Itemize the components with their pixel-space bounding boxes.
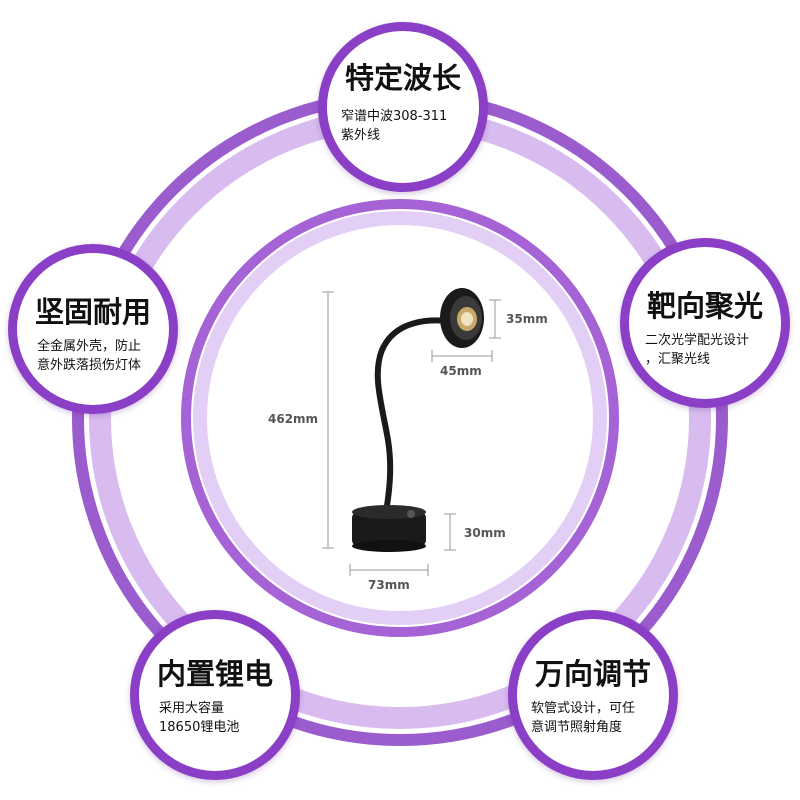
lamp-drawing [352, 288, 484, 552]
dimension-lines [322, 291, 501, 576]
feature-target-desc-1: 二次光学配光设计 [645, 333, 750, 348]
feature-durable-desc-1: 全金属外壳，防止 [37, 339, 142, 354]
lamp-base [352, 505, 426, 552]
feature-target-desc-2: ，汇聚光线 [645, 352, 711, 367]
lamp-head [440, 288, 484, 348]
lamp-gooseneck [374, 317, 458, 515]
feature-durable-title: 坚固耐用 [34, 295, 151, 329]
feature-durable: 坚固耐用 全金属外壳，防止 意外跌落损伤灯体 [8, 244, 178, 414]
dimension-head-width: 45mm [440, 364, 482, 378]
feature-adjust: 万向调节 软管式设计，可任 意调节照射角度 [508, 610, 678, 780]
inner-ring [181, 199, 619, 637]
feature-wavelength: 特定波长 窄谱中波308-311 紫外线 [318, 22, 488, 192]
dimension-head-height: 35mm [506, 312, 548, 326]
feature-adjust-title: 万向调节 [534, 657, 651, 691]
feature-target: 靶向聚光 二次光学配光设计 ，汇聚光线 [620, 238, 790, 408]
dimension-height: 462mm [268, 412, 319, 426]
feature-wavelength-desc-1: 窄谱中波308-311 [341, 109, 448, 124]
feature-battery-desc-1: 采用大容量 [159, 701, 225, 716]
feature-battery: 内置锂电 采用大容量 18650锂电池 [130, 610, 300, 780]
feature-wavelength-title: 特定波长 [344, 61, 461, 95]
feature-battery-desc-2: 18650锂电池 [159, 720, 240, 735]
feature-wavelength-desc-2: 紫外线 [341, 128, 381, 143]
inner-ring-glow [193, 211, 607, 625]
feature-adjust-desc-2: 意调节照射角度 [531, 720, 623, 735]
dimension-base-height: 30mm [464, 526, 506, 540]
feature-battery-title: 内置锂电 [156, 657, 273, 691]
dimension-base-width: 73mm [368, 578, 410, 592]
feature-adjust-desc-1: 软管式设计，可任 [531, 701, 636, 716]
feature-durable-desc-2: 意外跌落损伤灯体 [37, 358, 142, 373]
feature-target-title: 靶向聚光 [646, 289, 763, 323]
